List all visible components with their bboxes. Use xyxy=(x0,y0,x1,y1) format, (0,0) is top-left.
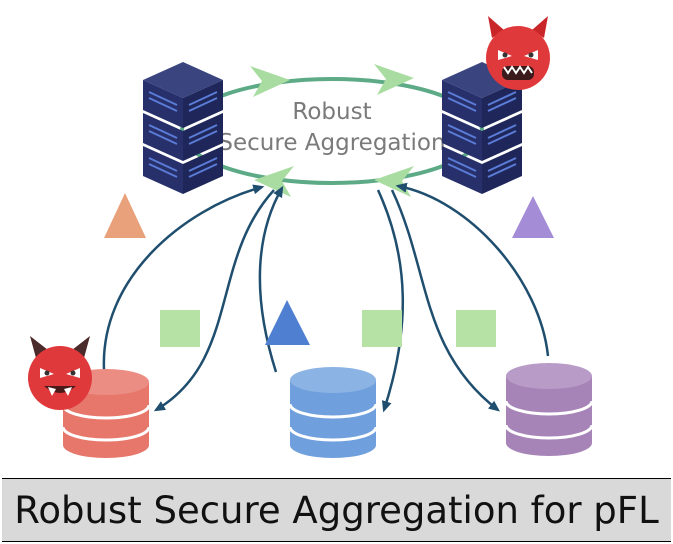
triangle-purple-icon xyxy=(512,196,554,238)
link-purple-down xyxy=(390,189,500,412)
triangle-blue-icon xyxy=(265,300,310,345)
ring-arrow-top-2 xyxy=(374,64,414,95)
link-red-up xyxy=(102,184,265,371)
diagram-canvas: Robust Secure Aggregation xyxy=(28,16,594,458)
ring-label-line2: Secure Aggregation xyxy=(218,130,445,156)
client-blue-database-icon xyxy=(288,367,378,458)
malicious-server-devil-icon xyxy=(486,16,550,90)
client-purple-database-icon xyxy=(504,363,594,456)
caption-bar: Robust Secure Aggregation for pFL xyxy=(2,478,671,542)
server-left-icon xyxy=(143,62,223,194)
link-red-down xyxy=(153,189,275,412)
square-green-1-icon xyxy=(160,310,200,347)
square-green-2-icon xyxy=(362,310,402,347)
malicious-client-devil-icon xyxy=(28,336,92,410)
link-purple-up xyxy=(395,182,550,357)
aggregation-ring: Robust Secure Aggregation xyxy=(180,64,484,197)
client-red-database-icon xyxy=(61,369,151,458)
triangle-orange-icon xyxy=(104,193,146,238)
ring-arrow-top-1 xyxy=(250,66,290,97)
server-right-icon xyxy=(442,62,522,194)
ring-label-line1: Robust xyxy=(292,99,371,125)
caption-title: Robust Secure Aggregation for pFL xyxy=(14,488,659,532)
link-blue-down xyxy=(376,189,404,413)
ring-arrow-bottom-1 xyxy=(254,166,294,197)
square-green-3-icon xyxy=(456,310,496,347)
